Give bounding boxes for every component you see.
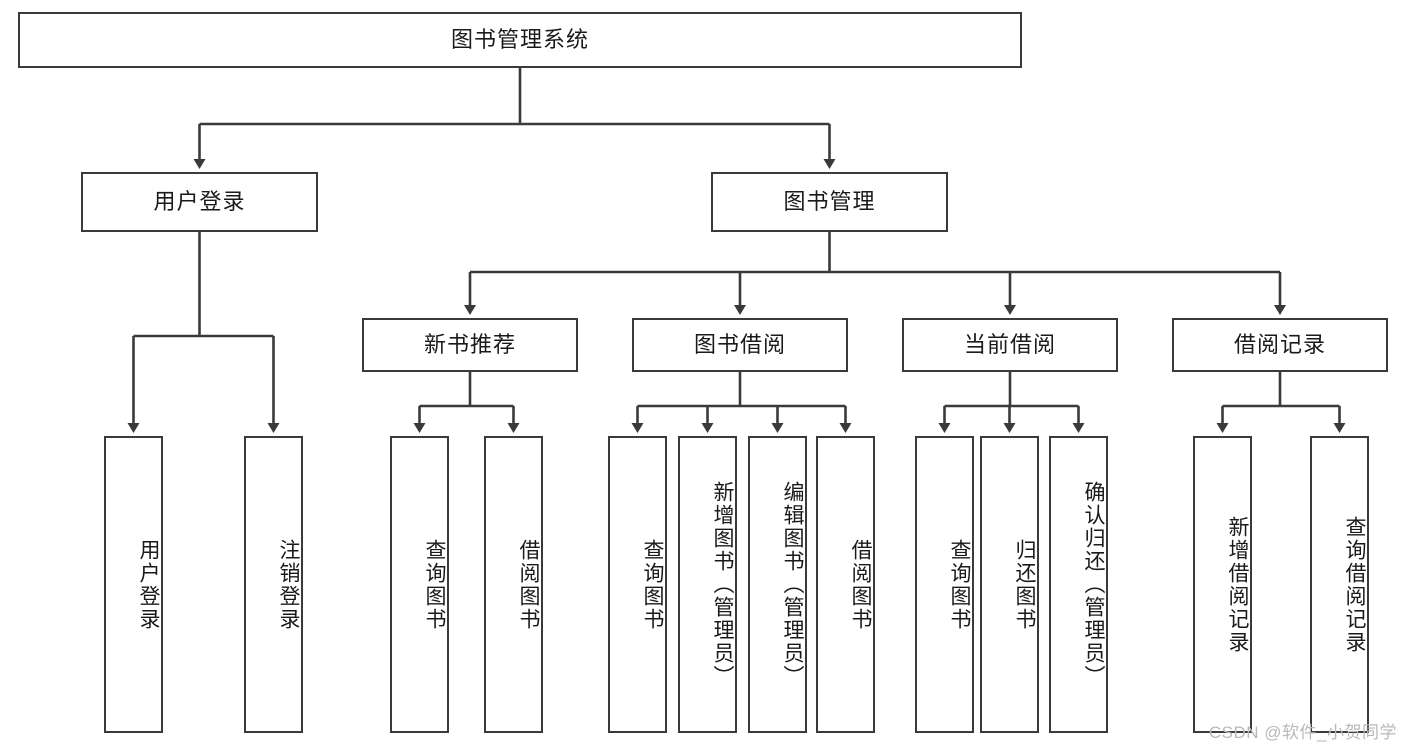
node-leaf-confirm-return[interactable]: 确认归还（管理员） xyxy=(1049,436,1108,733)
node-label: 注销登录 xyxy=(277,538,300,631)
node-label: 查询图书 xyxy=(641,538,664,631)
node-leaf-edit-book[interactable]: 编辑图书（管理员） xyxy=(748,436,807,733)
watermark-text: CSDN @软件_小贺同学 xyxy=(1208,723,1397,742)
node-leaf-add-book[interactable]: 新增图书（管理员） xyxy=(678,436,737,733)
node-current-borrow[interactable]: 当前借阅 xyxy=(902,318,1118,372)
node-label: 图书借阅 xyxy=(693,331,786,357)
node-label: 新书推荐 xyxy=(423,331,516,357)
node-label: 借阅图书 xyxy=(849,538,872,631)
node-label: 归还图书 xyxy=(1013,538,1036,631)
node-leaf-return-book[interactable]: 归还图书 xyxy=(980,436,1039,733)
node-root[interactable]: 图书管理系统 xyxy=(18,12,1022,68)
node-label: 借阅图书 xyxy=(517,538,540,631)
node-label: 用户登录 xyxy=(137,538,160,631)
node-book-borrow[interactable]: 图书借阅 xyxy=(632,318,848,372)
node-leaf-add-record[interactable]: 新增借阅记录 xyxy=(1193,436,1252,733)
node-leaf-borrow-book-2[interactable]: 借阅图书 xyxy=(816,436,875,733)
node-leaf-user-logout[interactable]: 注销登录 xyxy=(244,436,303,733)
node-new-book-rec[interactable]: 新书推荐 xyxy=(362,318,578,372)
node-leaf-query-record[interactable]: 查询借阅记录 xyxy=(1310,436,1369,733)
node-label: 新增图书（管理员） xyxy=(711,481,734,688)
node-leaf-borrow-book-1[interactable]: 借阅图书 xyxy=(484,436,543,733)
node-label: 查询借阅记录 xyxy=(1343,515,1366,654)
node-user-login[interactable]: 用户登录 xyxy=(81,172,318,232)
node-label: 用户登录 xyxy=(153,188,246,214)
node-leaf-query-book-2[interactable]: 查询图书 xyxy=(608,436,667,733)
node-label: 确认归还（管理员） xyxy=(1082,481,1105,688)
node-label: 借阅记录 xyxy=(1233,331,1326,357)
node-label: 图书管理系统 xyxy=(450,26,589,52)
node-leaf-user-login[interactable]: 用户登录 xyxy=(104,436,163,733)
node-label: 查询图书 xyxy=(948,538,971,631)
node-borrow-record[interactable]: 借阅记录 xyxy=(1172,318,1388,372)
node-label: 当前借阅 xyxy=(963,331,1056,357)
node-label: 图书管理 xyxy=(783,188,876,214)
node-label: 新增借阅记录 xyxy=(1226,515,1249,654)
node-label: 编辑图书（管理员） xyxy=(781,481,804,688)
node-leaf-query-book-3[interactable]: 查询图书 xyxy=(915,436,974,733)
node-book-manage[interactable]: 图书管理 xyxy=(711,172,948,232)
node-label: 查询图书 xyxy=(423,538,446,631)
node-leaf-query-book-1[interactable]: 查询图书 xyxy=(390,436,449,733)
